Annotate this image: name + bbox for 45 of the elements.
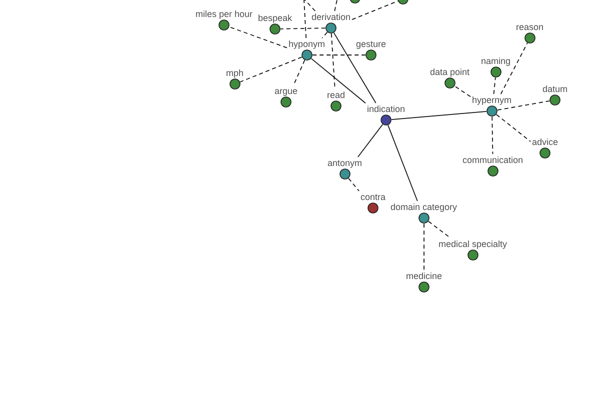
connector-line	[357, 124, 384, 158]
node-label: data point	[430, 67, 470, 77]
dashed-connector	[428, 220, 451, 238]
connector-line	[391, 111, 487, 120]
node-label: datum	[542, 84, 568, 94]
dashed-connector	[312, 54, 366, 56]
node-label: hyponym	[288, 39, 326, 49]
dashed-connector	[497, 100, 550, 110]
node-label: antonym	[328, 158, 362, 168]
node-label: communication	[462, 155, 524, 165]
node-label: miles per hour	[196, 9, 253, 19]
node-label: bespeak	[258, 13, 292, 23]
node-label: domain category	[390, 202, 458, 212]
dashed-connector	[322, 32, 328, 38]
dashed-connector	[293, 60, 306, 86]
dashed-connector	[348, 178, 360, 192]
dashed-connector	[500, 42, 528, 94]
node-label: mph	[226, 68, 244, 78]
connector-line	[310, 58, 366, 104]
dashed-connector	[304, 0, 316, 12]
node-label: reason	[516, 22, 544, 32]
connector-line	[333, 32, 376, 104]
node-label: gesture	[356, 39, 386, 49]
dashed-connector	[228, 26, 288, 48]
dashed-connector	[304, 0, 307, 38]
connector-line	[388, 124, 418, 202]
dashed-connector	[492, 116, 494, 154]
dashed-connector	[240, 56, 302, 82]
dashed-connector	[330, 33, 336, 90]
node-label: medical specialty	[438, 239, 508, 249]
dashed-connector	[496, 114, 531, 142]
node-label: derivation	[312, 12, 351, 22]
dashed-connector	[352, 0, 398, 20]
node-label: naming	[481, 56, 511, 66]
node-label: read	[327, 90, 346, 100]
dashed-connector	[334, 0, 338, 12]
node-label: hypernym	[472, 95, 512, 105]
node-label: indication	[367, 104, 406, 114]
dashed-connector	[454, 86, 471, 98]
node-label: medicine	[406, 271, 442, 281]
dashed-connector	[493, 77, 496, 94]
node-label: argue	[274, 86, 298, 96]
dashed-connector	[280, 28, 326, 30]
node-label: contra	[360, 192, 386, 202]
node-label: advice	[532, 137, 558, 147]
